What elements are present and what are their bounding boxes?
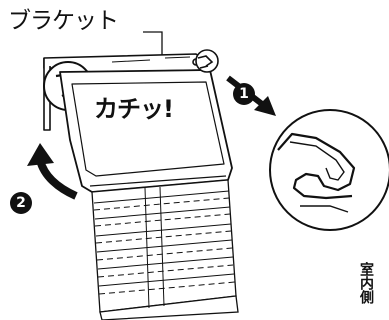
- magnified-hook-shape: [277, 132, 356, 200]
- blind-fabric: [91, 179, 239, 320]
- bracket-label: ブラケット: [8, 8, 119, 34]
- blind-head-frame: [59, 69, 233, 193]
- rotate-arrow: [27, 143, 78, 200]
- magnified-hook-circle: [269, 109, 389, 231]
- step-2-badge: 2: [10, 192, 32, 214]
- step-1-badge: 1: [233, 83, 255, 105]
- indoor-side-label: 室内側: [358, 262, 374, 304]
- hook-circle-small: [195, 49, 219, 73]
- bracket-leader-line: [143, 31, 163, 58]
- click-sound-label: カチッ!: [94, 95, 174, 123]
